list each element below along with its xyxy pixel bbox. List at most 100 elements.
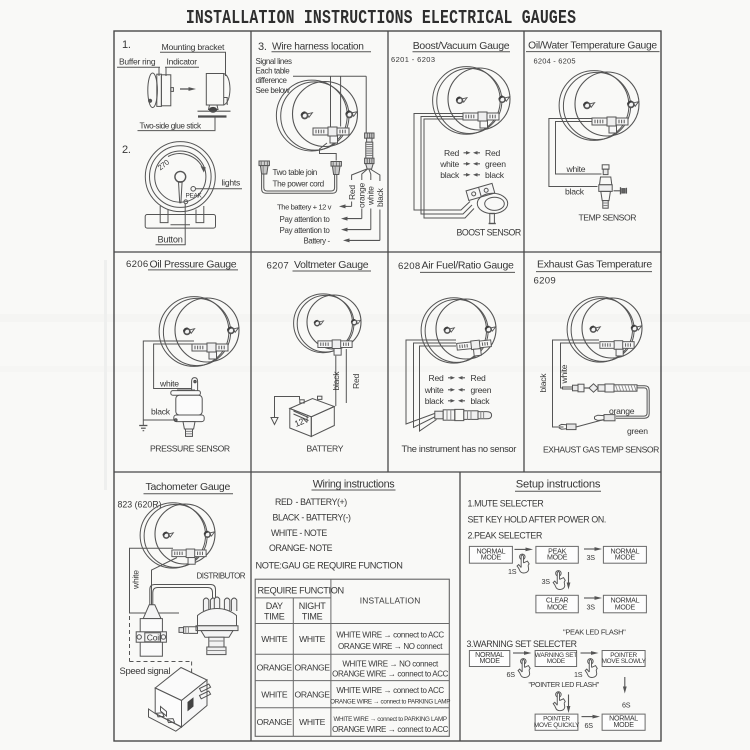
svg-text:BATTERY: BATTERY: [307, 444, 344, 454]
svg-text:The battery + 12 v: The battery + 12 v: [277, 203, 332, 212]
svg-text:DISTRIBUTOR: DISTRIBUTOR: [197, 571, 246, 580]
svg-text:Coil: Coil: [147, 632, 161, 642]
svg-text:WHITE WIRE → connect to PARKIN: WHITE WIRE → connect to PARKING LAMP: [333, 716, 446, 723]
svg-text:Red: Red: [347, 185, 357, 200]
svg-text:MODE: MODE: [547, 603, 568, 611]
svg-text:white: white: [131, 570, 141, 590]
svg-text:3S: 3S: [542, 577, 551, 586]
svg-text:Mounting bracket: Mounting bracket: [162, 42, 225, 52]
svg-text:Button: Button: [158, 235, 183, 245]
svg-text:Pay attention to: Pay attention to: [280, 215, 331, 224]
svg-text:WHITE: WHITE: [299, 634, 326, 644]
svg-text:1.MUTE SELECTER: 1.MUTE SELECTER: [468, 498, 544, 508]
svg-text:Buffer ring: Buffer ring: [119, 57, 156, 67]
svg-text:Red: Red: [485, 148, 500, 158]
svg-text:PEAK: PEAK: [186, 193, 203, 200]
svg-text:black: black: [565, 187, 585, 197]
svg-text:Wire harness location: Wire harness location: [272, 42, 364, 53]
svg-text:6S: 6S: [585, 721, 594, 730]
svg-text:MOVE QUICKLY: MOVE QUICKLY: [534, 722, 580, 729]
svg-text:NORMAL: NORMAL: [609, 715, 638, 723]
svg-text:PEAK: PEAK: [548, 547, 566, 555]
svg-text:REQUIRE FUNCTION: REQUIRE FUNCTION: [258, 586, 344, 596]
svg-text:black: black: [538, 373, 548, 393]
svg-text:Boost/Vacuum Gauge: Boost/Vacuum Gauge: [413, 40, 510, 52]
svg-text:2.: 2.: [122, 144, 131, 156]
svg-text:ORANGE WIRE → connect to ACC: ORANGE WIRE → connect to ACC: [332, 670, 449, 679]
svg-text:BLACK - BATTERY(-): BLACK - BATTERY(-): [273, 512, 351, 522]
svg-text:Pay attention to: Pay attention to: [280, 226, 331, 235]
svg-text:- BATTERY(+): - BATTERY(+): [296, 497, 348, 507]
svg-text:6206: 6206: [126, 259, 149, 270]
svg-text:6S: 6S: [507, 670, 516, 679]
svg-text:WARNING SET: WARNING SET: [535, 652, 577, 659]
svg-text:Wiring instructions: Wiring instructions: [313, 479, 396, 491]
svg-text:DAY: DAY: [266, 601, 283, 611]
svg-text:lights: lights: [222, 177, 241, 187]
svg-text:MODE: MODE: [547, 554, 568, 562]
svg-text:NIGHT: NIGHT: [299, 601, 327, 611]
svg-text:black: black: [471, 396, 491, 406]
svg-text:MODE: MODE: [615, 554, 636, 562]
svg-text:3.: 3.: [258, 41, 267, 53]
svg-text:black: black: [331, 371, 341, 391]
svg-text:WHITE WIRE → NO connect: WHITE WIRE → NO connect: [342, 659, 439, 668]
svg-text:MODE: MODE: [615, 603, 636, 611]
svg-text:INSTALLATION INSTRUCTIONS ELEC: INSTALLATION INSTRUCTIONS ELECTRICAL GAU…: [186, 9, 576, 30]
svg-text:Tachometer Gauge: Tachometer Gauge: [146, 481, 231, 493]
svg-text:3S: 3S: [587, 603, 596, 612]
svg-text:Oil/Water Temperature Gauge: Oil/Water Temperature Gauge: [528, 41, 657, 52]
svg-text:Red: Red: [444, 148, 459, 158]
svg-text:NORMAL: NORMAL: [610, 597, 639, 605]
svg-text:Voltmeter Gauge: Voltmeter Gauge: [294, 259, 369, 271]
svg-text:Signal lines: Signal lines: [256, 57, 293, 66]
svg-text:6204 - 6205: 6204 - 6205: [534, 57, 576, 66]
svg-text:NORMAL: NORMAL: [476, 547, 505, 555]
svg-text:Speed signal: Speed signal: [120, 665, 171, 676]
svg-text:MODE: MODE: [613, 721, 634, 729]
svg-text:3.WARNING SET SELECTER: 3.WARNING SET SELECTER: [467, 639, 577, 649]
svg-text:Red: Red: [428, 373, 443, 383]
svg-text:black: black: [425, 396, 445, 406]
svg-text:"POINTER LED FLASH": "POINTER LED FLASH": [529, 682, 600, 689]
svg-text:6201 - 6203: 6201 - 6203: [391, 55, 435, 64]
svg-text:WHITE - NOTE: WHITE - NOTE: [271, 528, 327, 538]
svg-text:2.PEAK SELECTER: 2.PEAK SELECTER: [468, 531, 542, 541]
svg-text:ORANGE: ORANGE: [295, 689, 331, 699]
svg-text:black: black: [440, 170, 460, 180]
svg-text:WHITE WIRE → connect to ACC: WHITE WIRE → connect to ACC: [336, 630, 444, 639]
svg-text:green: green: [485, 159, 506, 169]
svg-text:WHITE: WHITE: [261, 689, 288, 699]
svg-text:6208: 6208: [398, 261, 421, 272]
svg-text:PRESSURE SENSOR: PRESSURE SENSOR: [150, 443, 230, 453]
svg-text:823 (620R): 823 (620R): [118, 500, 162, 510]
svg-text:white: white: [366, 186, 376, 206]
svg-text:MOVE SLOWLY: MOVE SLOWLY: [602, 658, 647, 665]
svg-text:white: white: [559, 364, 569, 384]
svg-text:WHITE: WHITE: [261, 634, 288, 644]
svg-text:Battery -: Battery -: [304, 237, 331, 246]
svg-text:MODE: MODE: [479, 657, 500, 665]
svg-text:Air Fuel/Ratio Gauge: Air Fuel/Ratio Gauge: [422, 260, 515, 272]
svg-text:RED: RED: [275, 497, 292, 507]
svg-text:1S: 1S: [574, 670, 583, 679]
svg-text:6209: 6209: [534, 276, 557, 287]
svg-text:ORANGE: ORANGE: [257, 663, 293, 673]
svg-text:Oil Pressure Gauge: Oil Pressure Gauge: [150, 259, 237, 271]
svg-text:MODE: MODE: [481, 554, 502, 562]
svg-text:WHITE: WHITE: [299, 717, 326, 727]
svg-text:NORMAL: NORMAL: [610, 547, 639, 555]
svg-text:ORANGE WIRE → connect to PARKI: ORANGE WIRE → connect to PARKING LAMP: [330, 699, 450, 706]
svg-text:TIME: TIME: [264, 612, 285, 622]
svg-text:EXHAUST GAS TEMP SENSOR: EXHAUST GAS TEMP SENSOR: [543, 444, 659, 454]
svg-text:orange: orange: [609, 406, 635, 416]
svg-text:Red: Red: [471, 373, 486, 383]
svg-text:6207: 6207: [267, 261, 290, 272]
svg-text:3S: 3S: [587, 553, 596, 562]
svg-text:Two table join: Two table join: [273, 168, 318, 177]
svg-text:INSTALLATION: INSTALLATION: [360, 596, 421, 606]
svg-text:Exhaust Gas Temperature: Exhaust Gas Temperature: [537, 259, 652, 271]
svg-text:TEMP SENSOR: TEMP SENSOR: [579, 212, 637, 222]
svg-text:Two-side glue stick: Two-side glue stick: [140, 121, 203, 130]
svg-text:WHITE WIRE → connect to ACC: WHITE WIRE → connect to ACC: [336, 686, 444, 695]
